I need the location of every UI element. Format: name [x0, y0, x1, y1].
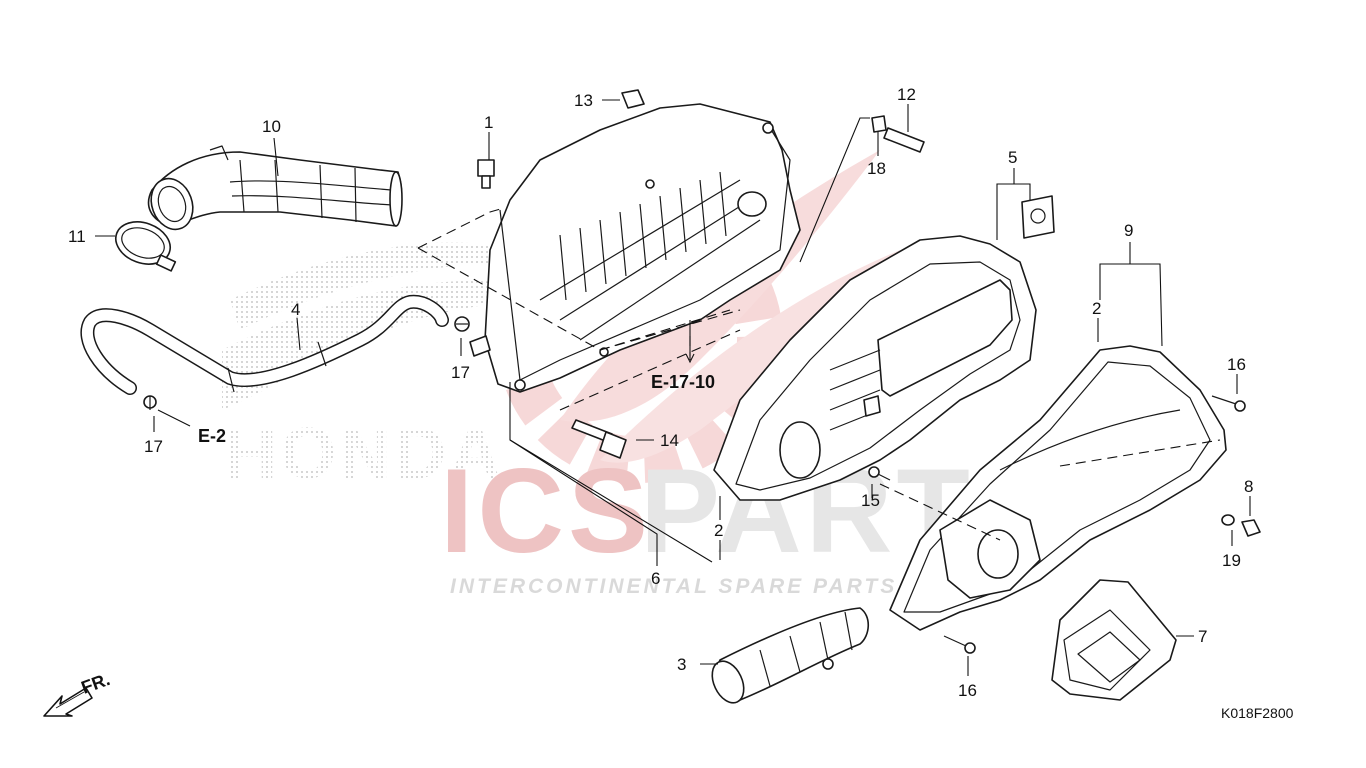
callout-12: 12	[897, 85, 916, 104]
callout-7: 7	[1198, 627, 1207, 646]
part-16-tapping-screw-upper	[1211, 395, 1246, 412]
callout-5: 5	[1008, 148, 1017, 167]
part-3-funnel	[711, 607, 870, 704]
callout-16-lower: 16	[958, 681, 977, 700]
honda-watermark-text: HONDA	[225, 414, 504, 494]
part-12-pin	[883, 127, 925, 153]
callout-2-element: 2	[714, 521, 723, 540]
part-11-band-clamp	[115, 221, 177, 272]
part-17-hose-clip-left	[143, 395, 157, 410]
callout-15: 15	[861, 491, 880, 510]
part-15-screw	[868, 466, 891, 481]
part-5-label	[1021, 195, 1055, 239]
front-marker-label: FR.	[79, 669, 113, 698]
tagline-watermark-text: INTERCONTINENTAL SPARE PARTS	[450, 575, 897, 598]
part-8-grommet	[1241, 519, 1261, 537]
ics-watermark-text: ICS	[440, 444, 652, 578]
callout-17-right: 17	[451, 363, 470, 382]
part-5-element-frame	[713, 235, 1037, 501]
part-4-drain-tube	[80, 294, 449, 395]
callout-4: 4	[291, 300, 300, 319]
diagram-code: K018F2800	[1221, 705, 1294, 721]
reference-e17-10[interactable]: E-17-10	[651, 372, 715, 392]
part-17-hose-clip-right	[454, 316, 470, 332]
callout-17-left: 17	[144, 437, 163, 456]
callout-11: 11	[68, 227, 86, 246]
part-1-bolt	[477, 159, 495, 189]
callout-16-upper: 16	[1227, 355, 1246, 374]
callout-6: 6	[651, 569, 660, 588]
leader-lines	[95, 99, 1251, 676]
part-18-clip	[871, 115, 887, 133]
part-6-air-cleaner-case	[469, 103, 801, 393]
callout-2-cover: 2	[1092, 299, 1101, 318]
part-14-flange-bolt	[571, 419, 627, 459]
callout-19: 19	[1222, 551, 1241, 570]
callout-14: 14	[660, 431, 679, 450]
callout-3: 3	[677, 655, 686, 674]
callout-18: 18	[867, 159, 886, 178]
reference-e2[interactable]: E-2	[198, 426, 226, 446]
callout-10: 10	[262, 117, 281, 136]
callout-13: 13	[574, 91, 593, 110]
callout-9: 9	[1124, 221, 1133, 240]
callout-labels: 1 2 2 3 4 5 6 7 8 9 10 11 12 13 14 15 16…	[68, 85, 1253, 700]
part-16-tapping-screw-lower	[943, 635, 976, 654]
honda-wing-watermark	[222, 281, 560, 410]
part-9-cover-assembly	[889, 345, 1227, 631]
part-13-clip-nut	[621, 89, 645, 109]
callout-8: 8	[1244, 477, 1253, 496]
front-direction-arrow	[43, 687, 93, 717]
part-10-intake-duct	[147, 145, 403, 231]
part-19-washer	[1221, 514, 1235, 526]
callout-1: 1	[484, 113, 493, 132]
part-7-intake-duct	[1051, 579, 1177, 701]
